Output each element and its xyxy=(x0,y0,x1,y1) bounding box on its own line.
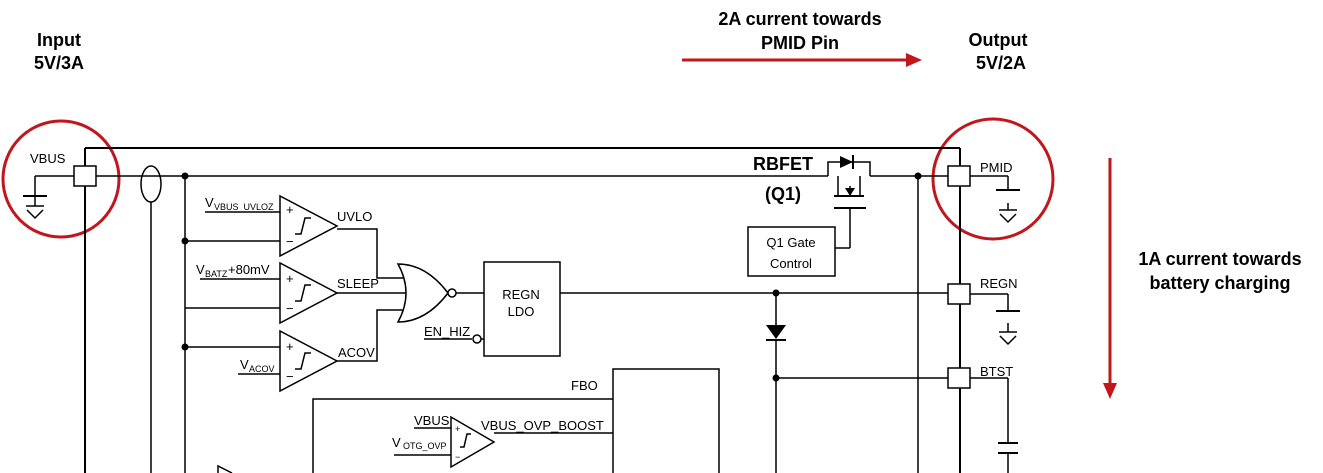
fbo-label: FBO xyxy=(571,378,598,393)
btst-pin: BTST xyxy=(947,364,1018,473)
svg-text:V: V xyxy=(196,262,205,277)
svg-text:ACOV: ACOV xyxy=(249,364,275,374)
svg-text:BATZ: BATZ xyxy=(205,269,228,279)
regn-pin-label: REGN xyxy=(980,276,1018,291)
junction-vbus xyxy=(181,172,189,180)
svg-text:−: − xyxy=(286,234,294,249)
uvlo-label: UVLO xyxy=(337,209,372,224)
svg-text:+: + xyxy=(286,202,294,217)
en-hiz-input: EN_HIZ xyxy=(424,324,484,344)
q1-gate-label-2: Control xyxy=(770,256,812,271)
svg-text:+: + xyxy=(286,339,294,354)
en-hiz-label: EN_HIZ xyxy=(424,324,470,339)
output-spec: 5V/2A xyxy=(976,53,1026,73)
uvlo-wire xyxy=(337,228,405,279)
vbus-pin-label: VBUS xyxy=(30,151,66,166)
svg-text:V: V xyxy=(205,195,214,210)
svg-text:+: + xyxy=(286,271,294,286)
vbus-ovp-boost-comparator: + − VBUS V OTG_OVP VBUS_OVP_BOOST xyxy=(392,413,613,469)
svg-text:VBUS_UVLOZ: VBUS_UVLOZ xyxy=(214,202,274,212)
rbfet-q1: RBFET (Q1) xyxy=(753,154,948,473)
nor-gate xyxy=(396,263,484,323)
sleep-label: SLEEP xyxy=(337,276,379,291)
acov-wire xyxy=(337,309,405,362)
input-label: Input xyxy=(37,30,81,50)
pmid-current-arrow xyxy=(682,53,922,67)
svg-text:−: − xyxy=(455,452,460,462)
svg-text:V: V xyxy=(392,435,401,450)
svg-text:OTG_OVP: OTG_OVP xyxy=(403,441,447,451)
regn-pin: REGN xyxy=(947,276,1020,346)
rbfet-label: RBFET xyxy=(753,154,813,174)
boost-control-block xyxy=(612,368,720,473)
svg-text:+: + xyxy=(455,424,460,434)
acov-label: ACOV xyxy=(338,345,375,360)
battery-current-label: 1A current towards xyxy=(1138,249,1301,269)
acov-comparator: + − V ACOV ACOV xyxy=(181,329,375,393)
partial-buffer xyxy=(217,464,233,473)
current-sense-loop xyxy=(140,165,162,203)
q1-gate-control-block xyxy=(747,226,836,277)
pmid-pin: PMID xyxy=(947,160,1020,224)
pmid-pin-label: PMID xyxy=(980,160,1013,175)
svg-text:−: − xyxy=(286,301,294,316)
regn-ldo-label: REGN xyxy=(502,287,540,302)
vbus-comp-label: VBUS xyxy=(414,413,450,428)
regn-ldo-label-2: LDO xyxy=(508,304,535,319)
pmid-current-label: 2A current towards xyxy=(718,9,881,29)
uvlo-comparator: + − V VBUS_UVLOZ UVLO xyxy=(181,194,372,258)
pmid-current-label-2: PMID Pin xyxy=(761,33,839,53)
input-spec: 5V/3A xyxy=(34,53,84,73)
battery-current-arrow xyxy=(1103,158,1117,399)
vbus-highlight-circle xyxy=(1,119,121,239)
vbus-ovp-boost-label: VBUS_OVP_BOOST xyxy=(481,418,604,433)
bootstrap-diode xyxy=(766,293,948,473)
svg-text:−: − xyxy=(286,369,294,384)
output-label: Output xyxy=(969,30,1028,50)
rbfet-label-2: (Q1) xyxy=(765,184,801,204)
q1-gate-label: Q1 Gate xyxy=(766,235,815,250)
regn-ldo-block xyxy=(483,261,561,357)
svg-text:+80mV: +80mV xyxy=(228,262,270,277)
fbo-wire xyxy=(312,398,613,473)
sleep-comparator: + − V BATZ +80mV SLEEP xyxy=(185,261,379,325)
svg-text:V: V xyxy=(240,357,249,372)
pmid-highlight-circle xyxy=(931,117,1055,241)
battery-current-label-2: battery charging xyxy=(1149,273,1290,293)
btst-pin-label: BTST xyxy=(980,364,1013,379)
ic-outline xyxy=(84,147,961,473)
